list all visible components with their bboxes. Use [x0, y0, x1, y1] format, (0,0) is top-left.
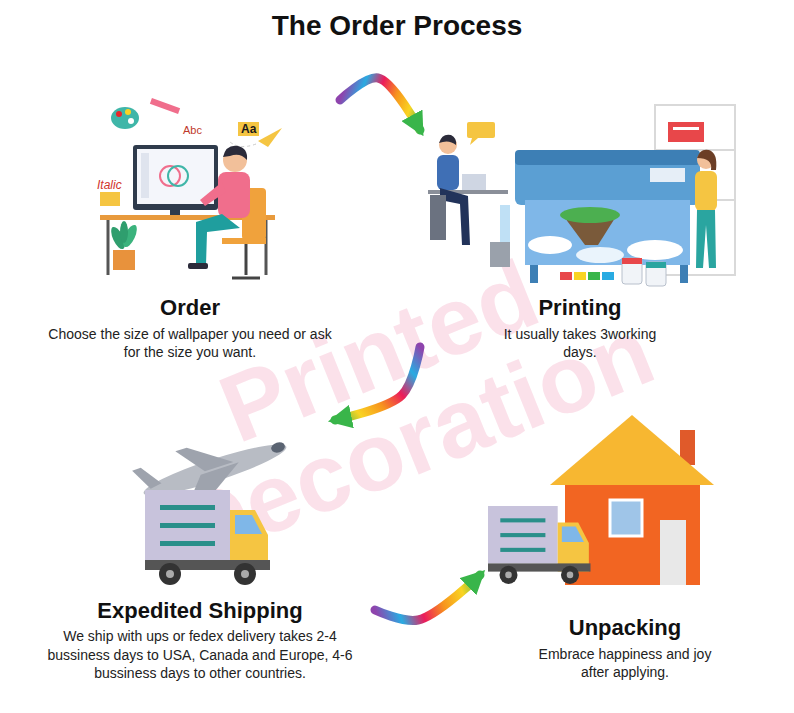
person-legs	[196, 214, 240, 265]
worker-legs	[696, 210, 716, 268]
step-heading: Order	[160, 295, 220, 321]
paint-bucket	[646, 262, 666, 286]
cloud	[627, 240, 683, 260]
illustration-text: Abc	[183, 124, 202, 136]
speech-bubble-tail	[470, 138, 478, 145]
speech-bubble	[467, 122, 495, 138]
plane-cockpit	[270, 440, 286, 454]
printer-top	[515, 150, 700, 165]
shipping-illustration	[131, 418, 298, 585]
house-roof	[550, 415, 714, 485]
paper-plane	[258, 128, 282, 147]
monitor-screen	[137, 149, 214, 204]
process-step: Expedited Shipping We ship with ups or fe…	[25, 420, 375, 688]
printing-illustration	[428, 105, 735, 286]
plane-wing	[175, 435, 233, 478]
unpacking-illustration	[488, 415, 714, 585]
paint-dot	[128, 118, 134, 124]
person-torso	[218, 172, 250, 218]
worker-torso	[437, 155, 459, 190]
worker-top	[695, 171, 717, 211]
worker-hair	[439, 135, 456, 145]
step-heading: Expedited Shipping	[97, 598, 302, 624]
illustration-text: Aa	[238, 122, 259, 136]
printer-panel	[650, 168, 685, 182]
worker-chair	[430, 195, 446, 240]
color-swatch	[588, 272, 600, 280]
color-swatch	[560, 272, 572, 280]
paint-bucket	[622, 258, 642, 284]
screen-toolbar	[141, 153, 149, 198]
step-heading: Printing	[538, 295, 621, 321]
plant-leaf	[120, 221, 128, 243]
poster-line	[673, 127, 699, 130]
process-step: UnpackingEmbrace happiness and joy after…	[480, 415, 770, 687]
cloud	[528, 236, 572, 254]
paint	[622, 258, 642, 264]
flow-arrow	[340, 78, 420, 130]
process-step: Printing It usually takes 3working days.	[420, 100, 740, 367]
printed-image	[525, 200, 690, 265]
flow-arrow	[335, 347, 420, 420]
flow-arrow	[375, 575, 480, 620]
order-illustration	[100, 98, 282, 278]
printer-body	[515, 150, 700, 205]
person-hair	[223, 146, 247, 160]
chair-post	[245, 244, 248, 275]
bin	[490, 242, 510, 267]
step-description: Choose the size of wallpaper you need or…	[48, 325, 333, 361]
step-description: Embrace happiness and joy after applying…	[533, 645, 718, 681]
printer-leg	[530, 265, 538, 283]
floating-island	[560, 207, 620, 223]
house-door	[660, 520, 686, 585]
pencil	[150, 98, 180, 114]
plane-tail	[132, 463, 162, 492]
person-arm	[200, 182, 226, 206]
cloud	[576, 247, 624, 263]
illustration-text: Italic	[97, 178, 122, 192]
paint-dot	[116, 111, 122, 117]
step-description: We ship with ups or fedex delivery takes…	[35, 627, 365, 682]
worker-hair	[697, 150, 716, 170]
color-swatch	[574, 272, 586, 280]
house-window	[610, 500, 642, 536]
diagram-title: The Order Process	[0, 10, 794, 42]
truck-icon	[145, 490, 270, 585]
printer-leg	[680, 265, 688, 283]
desk-leg	[107, 220, 110, 275]
process-step: OrderChoose the size of wallpaper you ne…	[40, 70, 340, 367]
poster	[668, 122, 704, 142]
folder	[100, 192, 120, 206]
step-description: It usually takes 3working days.	[488, 325, 673, 361]
laptop	[462, 174, 486, 190]
chair-base	[232, 277, 260, 280]
plant-pot	[113, 250, 135, 270]
step-heading: Unpacking	[569, 615, 681, 641]
color-swatch	[602, 272, 614, 280]
paint-dot	[125, 109, 131, 115]
palette	[111, 107, 139, 129]
paint	[646, 262, 666, 268]
chair-seat	[222, 238, 266, 244]
truck-icon	[488, 506, 591, 584]
person-shoe	[188, 263, 208, 269]
screen-design	[168, 166, 188, 186]
